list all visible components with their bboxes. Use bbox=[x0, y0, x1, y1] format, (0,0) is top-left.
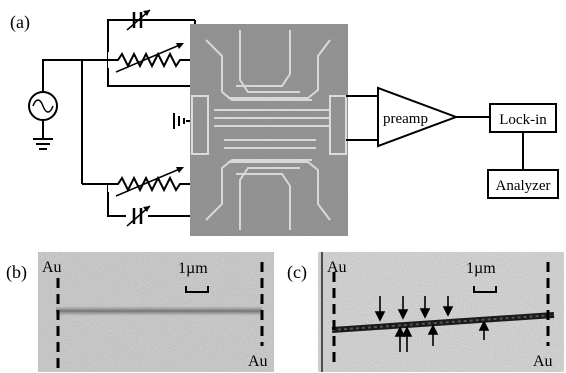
analyzer-box: Analyzer bbox=[487, 169, 559, 199]
panel-a-label: (a) bbox=[10, 12, 30, 33]
sem-image-c bbox=[318, 252, 564, 372]
preamp-label: preamp bbox=[383, 111, 428, 127]
preamp-symbol: preamp bbox=[377, 86, 459, 148]
electrode-label-right-b: Au bbox=[248, 353, 268, 370]
device-chip-micrograph bbox=[190, 24, 348, 236]
panel-c-label: (c) bbox=[287, 262, 307, 283]
variable-capacitor-bottom bbox=[126, 205, 151, 227]
analyzer-label: Analyzer bbox=[496, 178, 551, 194]
panel-b-label: (b) bbox=[6, 262, 27, 283]
sem-image-b bbox=[38, 252, 274, 372]
lockin-box: Lock-in bbox=[489, 103, 557, 133]
electrode-label-right-c: Au bbox=[533, 353, 553, 370]
ac-source-icon bbox=[28, 91, 58, 121]
defect-arrows-down bbox=[374, 296, 454, 322]
panel-a: (a) bbox=[10, 9, 559, 236]
panel-b: (b) Au Au 1µm bbox=[6, 252, 274, 372]
scale-bar-b bbox=[185, 286, 209, 293]
lockin-label: Lock-in bbox=[499, 112, 547, 128]
source-ground-icon bbox=[33, 138, 53, 150]
variable-resistor-top bbox=[108, 43, 195, 73]
electrode-label-left-b: Au bbox=[42, 259, 62, 276]
scale-bar-label-b: 1µm bbox=[178, 260, 208, 277]
panel-c: (c) Au Au 1µm bbox=[287, 252, 564, 372]
defect-arrows-up bbox=[394, 320, 490, 352]
electrode-label-left-c: Au bbox=[327, 259, 347, 276]
variable-capacitor-top bbox=[126, 9, 151, 31]
scale-bar-label-c: 1µm bbox=[466, 260, 496, 277]
scale-bar-c bbox=[473, 286, 497, 293]
variable-resistor-bottom bbox=[108, 167, 195, 197]
